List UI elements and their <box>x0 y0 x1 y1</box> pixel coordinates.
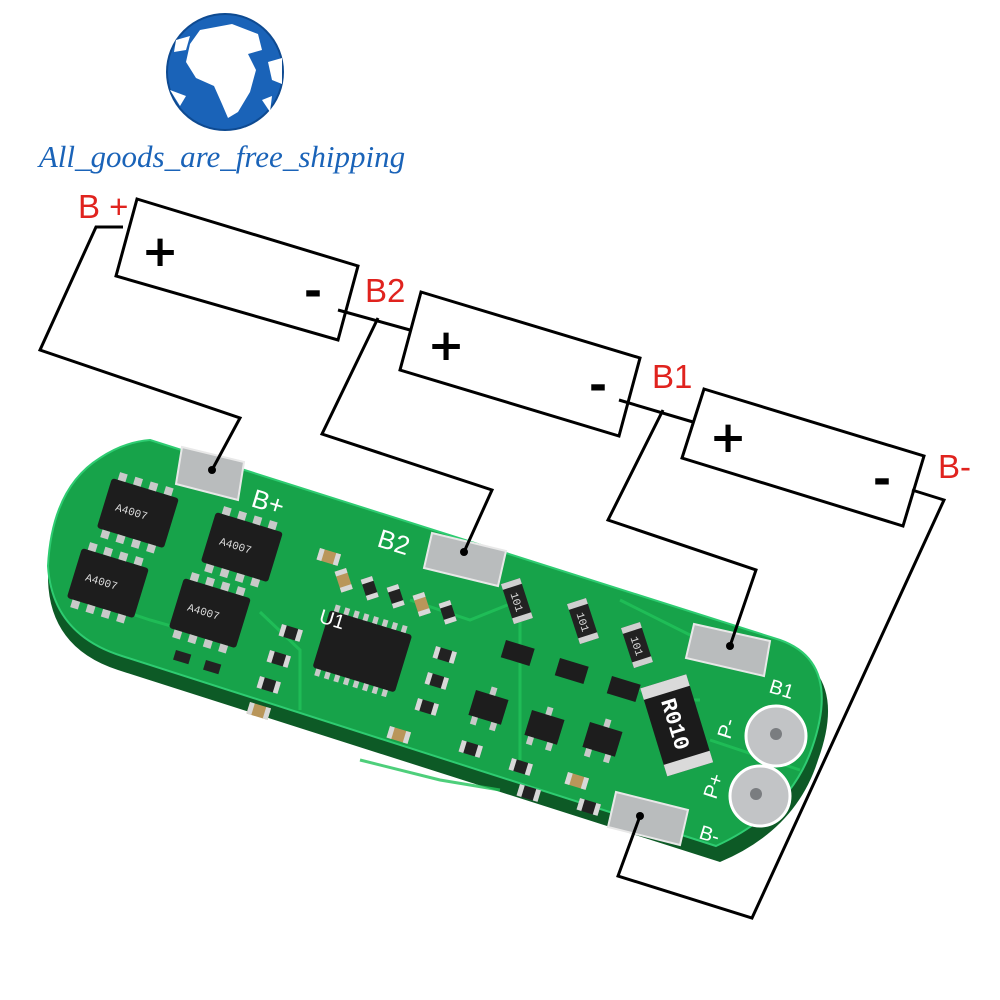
sense-resistor: R010 <box>640 674 714 777</box>
protection-ic <box>313 604 412 698</box>
sot-transistor-2 <box>524 706 565 752</box>
resistor-101-1-code: 101 <box>507 591 525 614</box>
wire-terminals <box>208 466 734 820</box>
resistor-101-2: 101 <box>566 598 599 645</box>
wire-b-minus <box>616 488 947 920</box>
label-b2: B2 <box>365 272 405 309</box>
label-b-plus: B + <box>78 188 128 225</box>
cell-1-plus: + <box>142 226 179 277</box>
pcb-board: A4007 A4007 A4007 A4007 <box>46 438 829 862</box>
resistor-101-3-code: 101 <box>627 635 645 658</box>
sot-transistor-3 <box>582 718 623 764</box>
sot-transistor-5 <box>554 658 589 684</box>
pad-p-plus <box>728 764 792 828</box>
pad-b1 <box>684 622 772 678</box>
resistor-101-3: 101 <box>620 622 653 669</box>
link-cell1-cell2 <box>337 308 411 332</box>
pcb-traces <box>89 598 801 792</box>
globe-icon <box>166 13 284 131</box>
mosfet-1: A4007 <box>97 472 179 554</box>
resistor-101-2-code: 101 <box>573 611 591 634</box>
battery-cell-2: + - <box>398 290 642 438</box>
logo: All_goods_are_free_shipping <box>37 13 405 174</box>
pad-b-minus <box>606 790 690 847</box>
mosfet-2: A4007 <box>201 506 283 588</box>
smd-passives <box>173 548 602 816</box>
watermark-text: All_goods_are_free_shipping <box>37 139 405 174</box>
cell-3-plus: + <box>710 412 747 463</box>
wire-b-plus <box>37 225 243 471</box>
wire-b1 <box>605 409 758 647</box>
pad-b2 <box>422 531 508 588</box>
mosfet-3: A4007 <box>67 542 149 624</box>
cell-1-minus: - <box>304 266 322 317</box>
battery-cell-3: + - <box>680 387 926 528</box>
battery-cell-1: + - <box>114 197 360 342</box>
link-cell2-cell3 <box>618 398 694 424</box>
cell-2-plus: + <box>428 320 465 371</box>
label-b1: B1 <box>652 358 692 395</box>
mosfet-4: A4007 <box>169 572 251 654</box>
pad-p-minus <box>744 704 808 768</box>
sot-transistor-4 <box>500 640 535 666</box>
resistor-101-1: 101 <box>500 578 533 625</box>
label-b-minus: B- <box>938 448 971 485</box>
sot-transistor-1 <box>468 686 509 732</box>
pad-b-plus <box>174 445 246 502</box>
wire-b2 <box>319 317 495 553</box>
cell-3-minus: - <box>873 454 891 505</box>
sot-transistor-6 <box>606 676 641 702</box>
cell-2-minus: - <box>589 360 607 411</box>
